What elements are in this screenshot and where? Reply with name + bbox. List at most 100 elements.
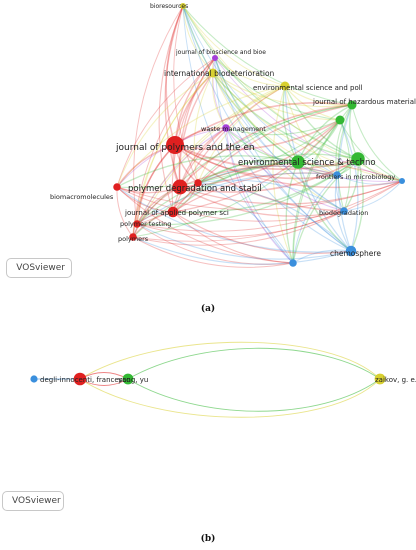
network-edge-114 (116, 186, 294, 264)
node-label-14: biodegradation (319, 209, 368, 217)
network-node-3[interactable] (280, 81, 290, 91)
network-node-12[interactable] (133, 220, 141, 228)
network-edge-37 (212, 72, 345, 212)
network-edge-150 (197, 153, 359, 184)
network-node-18[interactable] (399, 178, 405, 184)
network-edge-27 (214, 57, 403, 182)
node-label-11: journal of applied polymer sci (124, 209, 229, 217)
network-node-10[interactable] (172, 179, 188, 195)
network-node-17[interactable] (335, 115, 345, 125)
network-edge-45 (284, 85, 338, 176)
network-edge-76 (225, 127, 403, 182)
network-node-15[interactable] (345, 245, 357, 257)
network-node-8[interactable] (333, 171, 341, 179)
network-edge-83 (174, 144, 345, 212)
network-edge-5 (182, 5, 338, 176)
network-edge-1 (182, 5, 286, 87)
node-label-12: polymer testing (120, 220, 171, 228)
network-edge-33 (116, 72, 214, 188)
network-edge-23 (132, 57, 216, 238)
network-edge-69 (116, 127, 227, 188)
network-edge-136 (132, 236, 352, 265)
network-node-5[interactable] (222, 124, 230, 132)
network-nodes (30, 372, 386, 386)
network-edge-149 (292, 158, 359, 264)
network-edge-19 (214, 57, 299, 163)
node-label-7: environmental science & techno (238, 158, 376, 168)
node-label-0: bioresources (150, 3, 188, 10)
network-edge-46 (116, 85, 286, 188)
network-edge-117 (179, 186, 345, 217)
network-edge-97 (197, 159, 299, 184)
network-node-20[interactable] (194, 179, 202, 187)
network-edge-35 (136, 72, 214, 225)
node-label-2: international biodeterioration (164, 69, 275, 78)
node-label-9: biomacromolecules (50, 193, 114, 201)
network-node-7[interactable] (291, 155, 305, 169)
network-edge-52 (284, 85, 341, 121)
network-edge-141 (339, 119, 351, 212)
network-edge-38 (212, 72, 359, 160)
network-node-19[interactable] (289, 259, 297, 267)
network-node-0[interactable] (30, 375, 38, 383)
network-node-1[interactable] (212, 55, 218, 61)
network-node-9[interactable] (113, 183, 121, 191)
network-node-11[interactable] (167, 206, 179, 218)
network-edge-84 (174, 144, 359, 171)
node-label-1: journal of bioscience and bioe (175, 49, 266, 56)
network-edge-143 (197, 179, 345, 212)
network-edge-0 (182, 5, 214, 74)
network-edge-21 (178, 57, 216, 188)
network-edge-144 (350, 158, 364, 252)
network-node-4[interactable] (347, 100, 357, 110)
network-edge-119 (179, 119, 341, 188)
network-node-2[interactable] (208, 68, 218, 78)
network-node-3[interactable] (374, 373, 386, 385)
network-edge-142 (343, 180, 403, 212)
network-node-1[interactable] (73, 372, 87, 386)
network-edge-113 (116, 180, 403, 211)
network-edge-57 (335, 104, 353, 176)
network-edge-42 (284, 85, 353, 106)
network-edge-127 (172, 211, 294, 264)
network-node-14[interactable] (340, 207, 348, 215)
network-edge-30 (211, 72, 227, 129)
network-edge-3 (165, 5, 184, 146)
network-edge-78 (174, 144, 338, 180)
network-node-6[interactable] (166, 136, 184, 154)
network-edge-4 (182, 5, 299, 163)
network-edge-92 (132, 161, 299, 238)
network-edge-58 (179, 104, 353, 188)
network-edge-41 (193, 72, 214, 184)
network-edge-64 (351, 104, 403, 182)
network-nodes (113, 3, 405, 267)
network-edge-51 (284, 85, 359, 160)
network-edge-49 (132, 85, 286, 238)
network-edge-60 (136, 104, 353, 225)
network-edge-96 (285, 161, 299, 264)
network-edge-109 (116, 186, 134, 238)
network-node-0[interactable] (180, 3, 186, 9)
network-edge-26 (214, 57, 341, 121)
network-edge-9 (182, 5, 345, 212)
network-node-2[interactable] (122, 373, 134, 385)
network-node-13[interactable] (129, 233, 137, 241)
network-edge-16 (214, 57, 286, 87)
network-node-16[interactable] (351, 152, 365, 166)
network-edge-73 (225, 127, 345, 212)
vosviewer-logo-text: VOSviewer (12, 496, 61, 506)
network-edge-147 (197, 182, 352, 252)
journal-network-graph: bioresources journal of bioscience and bi… (50, 3, 416, 268)
network-edge-108 (116, 186, 174, 213)
network-edge-66 (197, 104, 353, 184)
network-edge-43 (225, 85, 286, 129)
network-edge-89 (116, 155, 299, 188)
network-edge-28 (214, 57, 294, 264)
network-edge-85 (174, 119, 341, 151)
network-edge-25 (214, 57, 352, 252)
network-edge-124 (172, 211, 352, 255)
network-edge-131 (136, 158, 359, 226)
network-edge-74 (225, 127, 352, 252)
network-edge-1 (79, 378, 381, 418)
